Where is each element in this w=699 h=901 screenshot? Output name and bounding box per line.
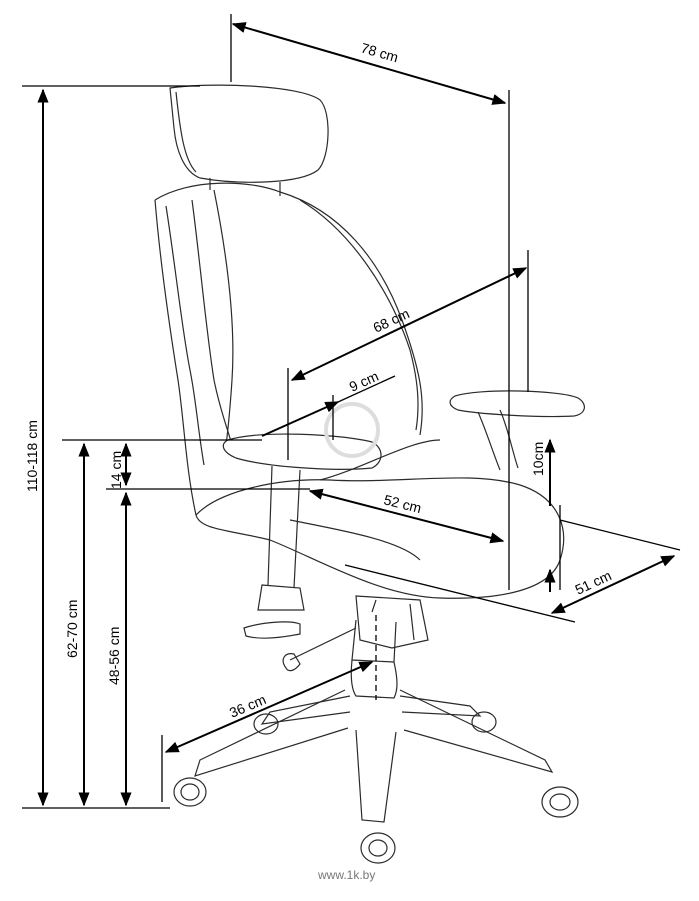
label-total-height: 110-118 cm bbox=[24, 420, 40, 492]
label-seat-depth: 52 cm bbox=[382, 491, 423, 516]
dimension-lines bbox=[22, 14, 681, 809]
chair-illustration bbox=[154, 84, 585, 864]
label-armrest-above-seat: 14 cm bbox=[108, 451, 124, 489]
watermark-text: www.1k.by bbox=[317, 868, 375, 882]
label-seat-height: 48-56 cm bbox=[106, 627, 122, 685]
label-armrest-height-adj: 10cm bbox=[530, 442, 546, 476]
label-armrest-height: 62-70 cm bbox=[64, 600, 80, 658]
